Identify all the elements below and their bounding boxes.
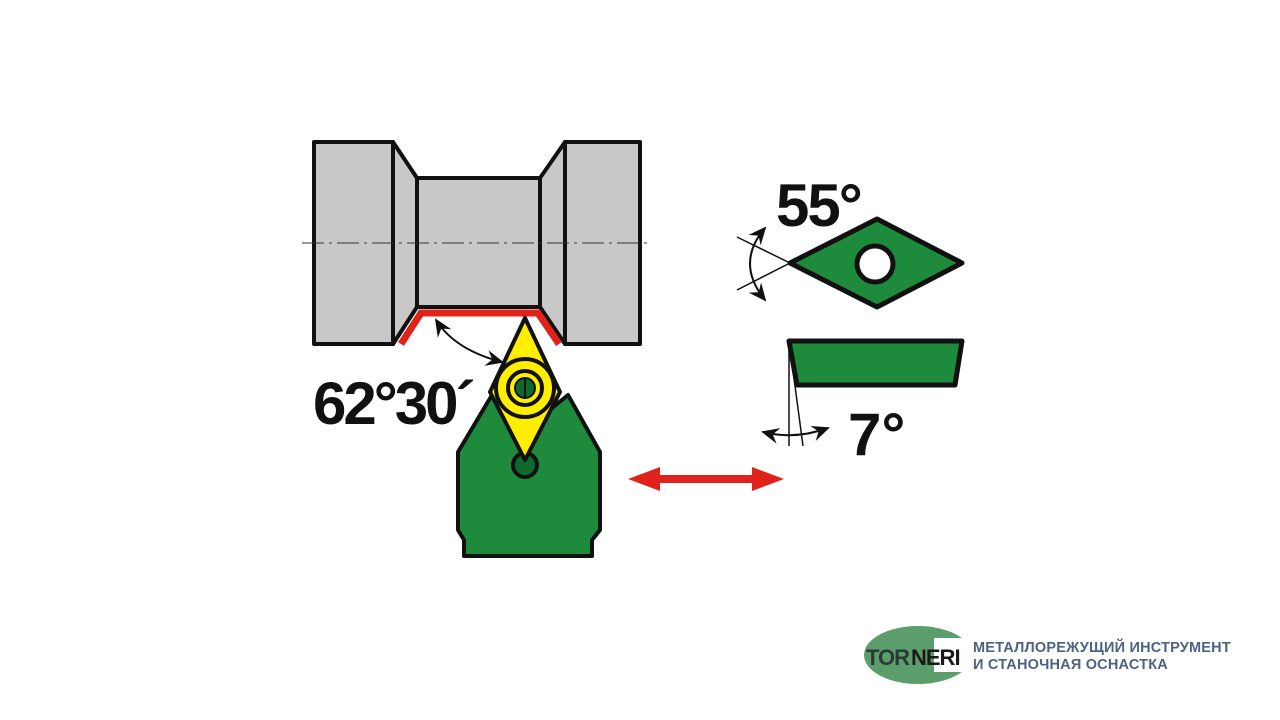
torneri-logo: TOR NERI (864, 626, 974, 684)
angle-arrow (434, 318, 504, 366)
svg-text:NERI: NERI (911, 645, 960, 670)
tagline-line-2: И СТАНОЧНАЯ ОСНАСТКА (973, 657, 1168, 673)
insert-angle-arc (748, 226, 767, 302)
angle-line-bottom (736, 262, 791, 291)
clearance-angle-arc (761, 425, 830, 444)
insert-side-view (786, 338, 965, 388)
machined-contour (398, 309, 562, 346)
clearance-angle-label: 7° (848, 401, 905, 468)
angle-line-top (736, 236, 791, 264)
insert-hole (854, 243, 896, 285)
svg-text:TOR: TOR (866, 645, 910, 670)
tagline-line-1: МЕТАЛЛОРЕЖУЩИЙ ИНСТРУМЕНТ (973, 640, 1231, 656)
insert-angle-label: 55° (776, 172, 861, 239)
holder-angle-label: 62°30´ (313, 370, 473, 437)
feed-direction-arrow (628, 467, 784, 491)
company-tagline: МЕТАЛЛОРЕЖУЩИЙ ИНСТРУМЕНТ И СТАНОЧНАЯ ОС… (973, 640, 1231, 674)
